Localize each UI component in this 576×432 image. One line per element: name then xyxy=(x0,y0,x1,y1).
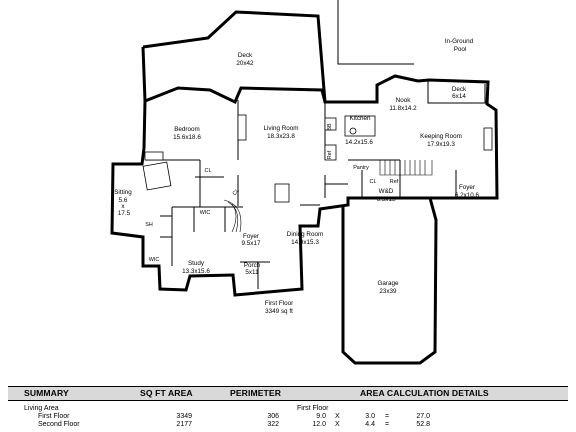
wic-label-2: WIC xyxy=(149,257,160,263)
keeping-fireplace xyxy=(483,127,493,151)
ref-label-1: Ref xyxy=(327,150,333,159)
foyer-size: 9.5x17 xyxy=(242,240,261,247)
calc-b: 3.0 xyxy=(365,413,375,420)
row-perimeter: 322 xyxy=(267,421,279,428)
nook-label: Nook xyxy=(396,97,412,104)
wd-size: 6.5x13 xyxy=(377,196,396,203)
sitting-x: x xyxy=(121,203,125,210)
row-perimeter: 306 xyxy=(267,413,279,420)
hvac xyxy=(144,151,164,161)
range xyxy=(324,117,337,131)
side-foyer-label: Foyer xyxy=(459,184,475,191)
floor-name: First Floor xyxy=(265,300,293,307)
bedroom-size: 15.6x18.6 xyxy=(173,134,201,141)
calc-op: X xyxy=(335,413,340,420)
group-label: Living Area xyxy=(24,405,59,412)
pantry-label: Pantry xyxy=(353,165,369,171)
small-deck-label: Deck xyxy=(452,86,467,93)
living-label: Living Room xyxy=(264,125,299,132)
deck-label: Deck xyxy=(238,52,253,59)
calc-eq: = xyxy=(385,413,390,420)
closet-label-2: CL xyxy=(232,188,241,197)
sitting-w: 5.6 xyxy=(119,197,128,204)
calc-title: First Floor xyxy=(297,405,329,412)
house-exterior-wall xyxy=(110,74,499,297)
keeping-size: 17.9x19.3 xyxy=(427,141,455,148)
dining-size: 14.9x15.3 xyxy=(291,239,319,246)
garage-wall xyxy=(341,197,438,365)
summary-header: SUMMARY SQ FT AREA PERIMETER AREA CALCUL… xyxy=(8,386,568,401)
sitting-label: Sitting xyxy=(114,189,132,196)
floor-plan: Deck 20x42 In-Ground Pool Deck 6x14 Bedr… xyxy=(110,0,499,365)
pool-outline xyxy=(337,0,414,65)
row-sqft: 2177 xyxy=(176,421,192,428)
sitting-h: 17.5 xyxy=(118,210,131,217)
study-label: Study xyxy=(188,260,205,267)
kitchen-label: Kitchen xyxy=(349,115,371,122)
closet-label-1: CL xyxy=(205,168,212,174)
calc-a: 12.0 xyxy=(312,421,326,428)
wic-label-1: WIC xyxy=(200,210,211,216)
study-size: 13.3x15.6 xyxy=(182,268,210,275)
small-deck-outline xyxy=(427,80,486,104)
summary-table: SUMMARY SQ FT AREA PERIMETER AREA CALCUL… xyxy=(0,386,576,432)
calc-result: 52.8 xyxy=(416,421,430,428)
calc-a: 9.0 xyxy=(316,413,326,420)
calc-b: 4.4 xyxy=(365,421,375,428)
deck-size: 20x42 xyxy=(236,60,254,67)
calc-result: 27.0 xyxy=(416,413,430,420)
calc-eq: = xyxy=(385,421,390,428)
fireplace xyxy=(237,114,247,141)
row-name: Second Floor xyxy=(38,421,80,428)
nook-size: 11.8x14.2 xyxy=(389,105,417,112)
calc-header-label: AREA CALCULATION DETAILS xyxy=(360,388,489,398)
summary-group-row: Living Area First Floor xyxy=(0,405,576,414)
wd-label: W&D xyxy=(379,188,394,195)
small-deck-size: 6x14 xyxy=(452,93,466,100)
sqft-header-label: SQ FT AREA xyxy=(140,388,193,398)
dining-label: Dining Room xyxy=(287,231,323,238)
porch-size: 5x11 xyxy=(245,269,259,276)
vanity xyxy=(274,183,290,203)
kitchen-size: 14.2x15.6 xyxy=(345,139,373,146)
foyer-label: Foyer xyxy=(243,233,259,240)
calc-op: X xyxy=(335,421,340,428)
closet-label-3: CL xyxy=(370,179,377,185)
pool-label: In-Ground xyxy=(445,38,474,45)
porch-label: Porch xyxy=(244,262,261,269)
stairs xyxy=(223,160,433,233)
side-foyer-size: 6.2x10.6 xyxy=(455,192,480,199)
garage-label: Garage xyxy=(377,280,399,287)
bb-label: BB xyxy=(327,123,333,131)
sink xyxy=(349,127,357,135)
row-sqft: 3349 xyxy=(176,413,192,420)
summary-header-label: SUMMARY xyxy=(24,388,69,398)
living-size: 18.3x23.8 xyxy=(267,133,295,140)
tub xyxy=(142,161,172,191)
row-name: First Floor xyxy=(38,413,70,420)
perimeter-header-label: PERIMETER xyxy=(230,388,282,398)
shower-label: SH xyxy=(145,222,153,228)
keeping-label: Keeping Room xyxy=(420,133,462,140)
floor-area: 3349 sq ft xyxy=(265,308,293,315)
fridge xyxy=(324,144,337,161)
table-row: First Floor 3349 306 9.0 X 3.0 = 27.0 xyxy=(0,413,576,422)
deck-outline xyxy=(141,10,327,103)
pool-label-2: Pool xyxy=(454,46,467,53)
garage-size: 23x39 xyxy=(379,288,397,295)
bedroom-label: Bedroom xyxy=(174,126,200,133)
table-row: Second Floor 2177 322 12.0 X 4.4 = 52.8 xyxy=(0,421,576,430)
ref-label-2: Ref xyxy=(390,179,399,185)
